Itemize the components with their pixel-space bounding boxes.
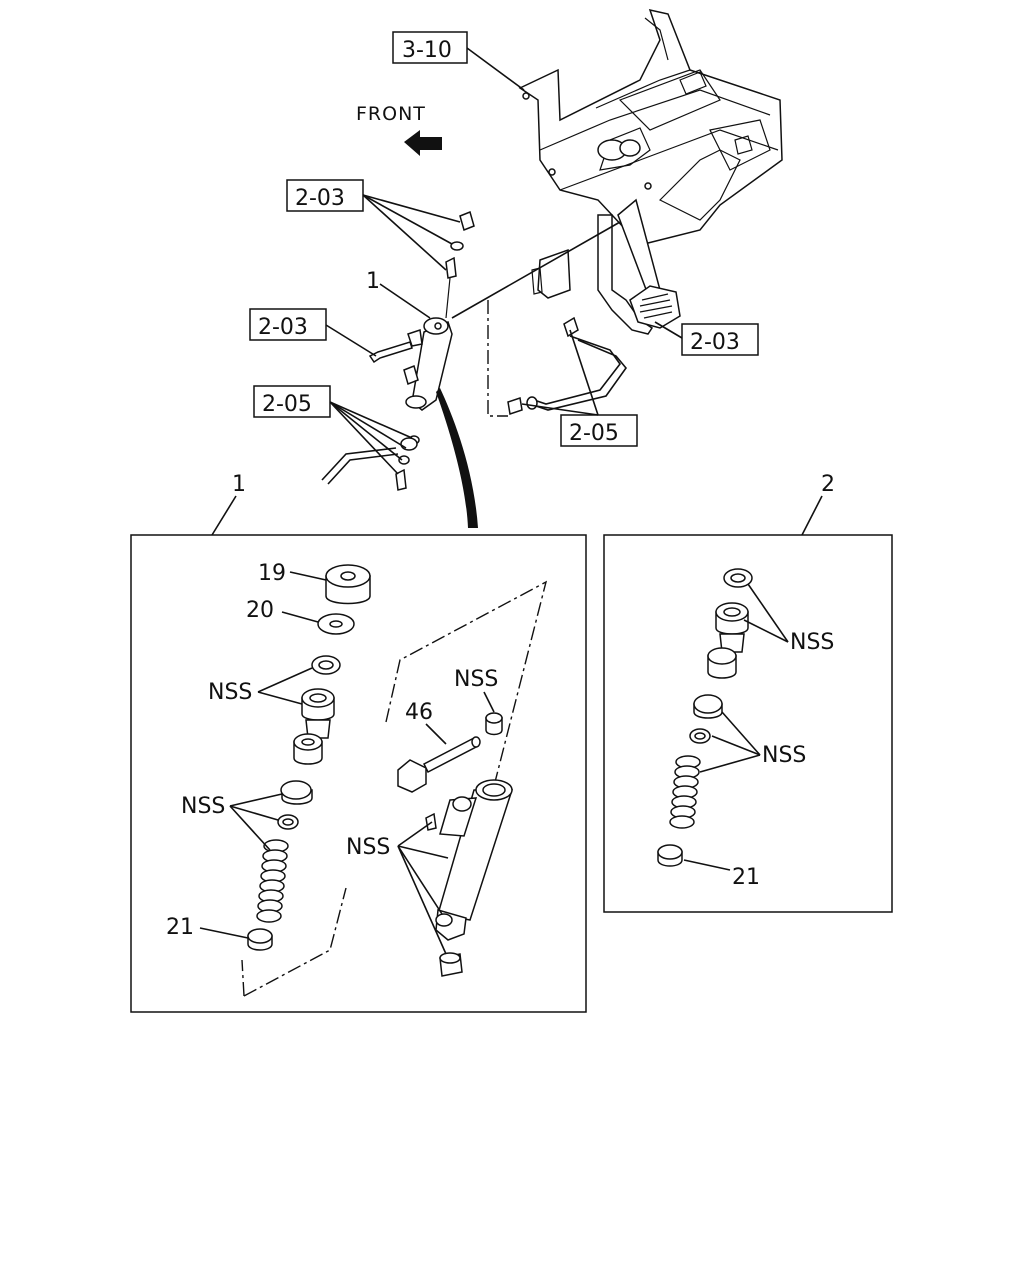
spring-kit: NSS <box>181 780 313 923</box>
ref-2-03-bolt: 2-03 <box>249 308 377 357</box>
master-cylinder-mounted <box>321 210 475 491</box>
body-nss: NSS <box>346 821 449 955</box>
bleeder-cap: NSS <box>454 667 503 736</box>
callout-item-1-top: 1 <box>366 269 380 294</box>
ref-3-10: 3-10 <box>392 31 525 91</box>
part-20-washer: 20 <box>246 598 355 635</box>
detail-box-1: 19 20 NSS <box>130 534 587 1013</box>
ref-2-03-rod: 2-03 <box>286 179 461 271</box>
front-arrow-icon <box>404 130 442 156</box>
part-21-valve: 21 <box>166 915 273 951</box>
ref-2-03-pedal: 2-03 <box>654 321 759 356</box>
pedal-bracket <box>451 8 783 335</box>
svg-text:46: 46 <box>405 700 433 725</box>
part-46-bleeder: 46 <box>397 700 481 793</box>
svg-text:NSS: NSS <box>790 630 834 655</box>
spring-kit-2: NSS <box>669 694 806 829</box>
svg-text:NSS: NSS <box>208 680 252 705</box>
front-orientation: FRONT <box>356 103 442 156</box>
ref-2-05-right: 2-05 <box>521 329 638 447</box>
svg-text:2-03: 2-03 <box>295 186 345 211</box>
svg-text:20: 20 <box>246 598 274 623</box>
svg-text:2-05: 2-05 <box>262 392 312 417</box>
spring-coil-2 <box>669 755 701 829</box>
svg-text:2-03: 2-03 <box>258 315 308 340</box>
part-19-boot: 19 <box>258 561 371 605</box>
detail-box-2: NSS NSS 21 <box>603 534 893 913</box>
svg-text:2-05: 2-05 <box>569 421 619 446</box>
spring-coil <box>256 839 289 923</box>
svg-text:NSS: NSS <box>454 667 498 692</box>
svg-text:2-03: 2-03 <box>690 330 740 355</box>
svg-text:3-10: 3-10 <box>402 38 452 63</box>
reservoir-hose <box>487 300 628 417</box>
svg-text:19: 19 <box>258 561 286 586</box>
svg-text:21: 21 <box>166 915 194 940</box>
callout-detail-1: 1 <box>232 472 246 497</box>
piston-seal-kit: NSS <box>208 655 341 765</box>
svg-text:NSS: NSS <box>181 794 225 819</box>
ref-2-05-left: 2-05 <box>253 385 413 475</box>
svg-text:NSS: NSS <box>762 743 806 768</box>
svg-text:21: 21 <box>732 865 760 890</box>
part-21-valve-2: 21 <box>657 844 760 890</box>
detail-pointer <box>436 388 478 528</box>
svg-text:NSS: NSS <box>346 835 390 860</box>
front-label: FRONT <box>356 103 426 125</box>
callout-detail-2: 2 <box>821 472 835 497</box>
piston-kit-2: NSS <box>707 568 834 679</box>
cylinder-body <box>425 779 514 977</box>
